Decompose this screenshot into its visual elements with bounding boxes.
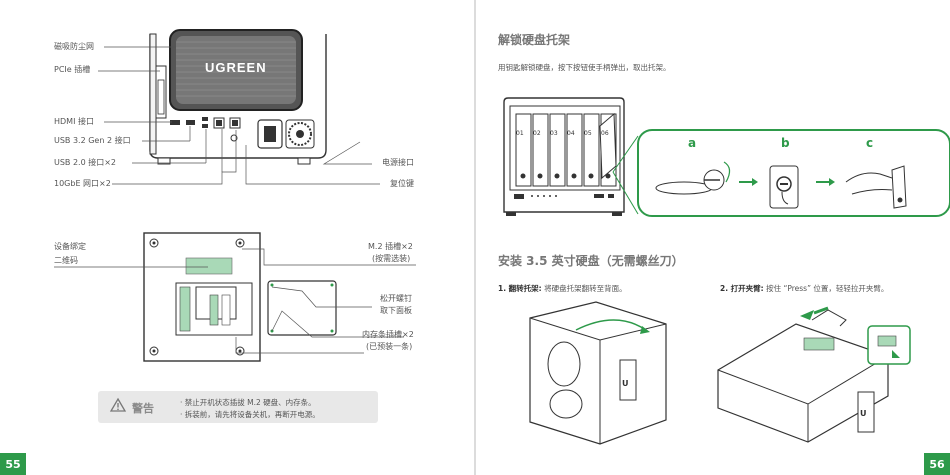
label-ram-line1: 内存条插槽×2 [362,330,414,339]
label-qr-line1: 设备绑定 [54,242,86,251]
bay-number-2: 02 [533,130,541,137]
label-reset: 复位键 [390,179,414,188]
label-pcie-slot: PCIe 插槽 [54,65,91,74]
bay-number-6: 06 [601,130,609,137]
bay-number-5: 05 [584,130,592,137]
right-page: 解锁硬盘托架 用钥匙解锁硬盘，按下按钮使手柄弹出，取出托架。 [476,0,950,475]
section-title-install: 安装 3.5 英寸硬盘（无需螺丝刀） [498,254,684,268]
left-page: 磁吸防尘网 PCIe 插槽 HDMI 接口 USB 3.2 Gen 2 接口 U… [0,0,474,475]
book-spine [474,0,476,475]
step-1-label: 1. 翻转托架: [498,284,542,293]
svg-text:U: U [860,409,867,418]
clip-arm-illustration: U [717,306,911,443]
label-screw-line1: 松开螺钉 [380,294,412,303]
warning-box: 警告 · 禁止开机状态插拔 M.2 硬盘、内存条。 · 拆装前，请先将设备关机，… [98,391,378,423]
warning-icon [109,397,127,412]
step-letter-a: a [688,136,697,150]
brand-logo: UGREEN [205,60,267,75]
nas-front-illustration [503,97,950,217]
step-2-text: 按住 “Press” 位置，轻轻拉开夹臂。 [766,284,889,293]
bay-number-3: 03 [550,130,558,137]
step-1-instruction: 1. 翻转托架: 将硬盘托架翻转至背面。 [498,283,627,294]
label-m2-line1: M.2 插槽×2 [368,242,413,251]
label-usb20: USB 2.0 接口×2 [54,158,117,167]
warning-title: 警告 [132,402,154,415]
nas-bottom-illustration [54,232,416,362]
label-power: 电源接口 [382,158,414,167]
label-hdmi: HDMI 接口 [54,117,94,126]
bay-number-1: 01 [516,130,524,137]
label-qr-line2: 二维码 [54,256,78,265]
section-body-unlock: 用钥匙解锁硬盘，按下按钮使手柄弹出，取出托架。 [498,63,671,72]
label-ram-line2: (已预装一条) [366,342,413,351]
svg-text:U: U [622,379,629,388]
step-2-instruction: 2. 打开夹臂: 按住 “Press” 位置，轻轻拉开夹臂。 [720,283,888,294]
label-dust-filter: 磁吸防尘网 [54,42,94,51]
warning-line-2: · 拆装前，请先将设备关机，再断开电源。 [180,410,320,419]
page-number-right: 56 [924,453,950,475]
page-number-left: 55 [0,453,26,475]
step-letter-b: b [781,136,790,150]
label-m2-line2: (按需选装) [372,254,411,263]
step-letter-c: c [866,136,874,150]
warning-line-1: · 禁止开机状态插拔 M.2 硬盘、内存条。 [180,398,316,407]
step-2-label: 2. 打开夹臂: [720,284,764,293]
nas-back-illustration [98,29,380,185]
tray-flip-illustration: U [529,301,667,445]
section-title-unlock: 解锁硬盘托架 [498,33,571,47]
label-screw-line2: 取下面板 [380,306,412,315]
label-usb32: USB 3.2 Gen 2 接口 [54,136,131,145]
bay-number-4: 04 [567,130,575,137]
step-1-text: 将硬盘托架翻转至背面。 [544,284,627,293]
label-10gbe: 10GbE 网口×2 [54,179,111,188]
